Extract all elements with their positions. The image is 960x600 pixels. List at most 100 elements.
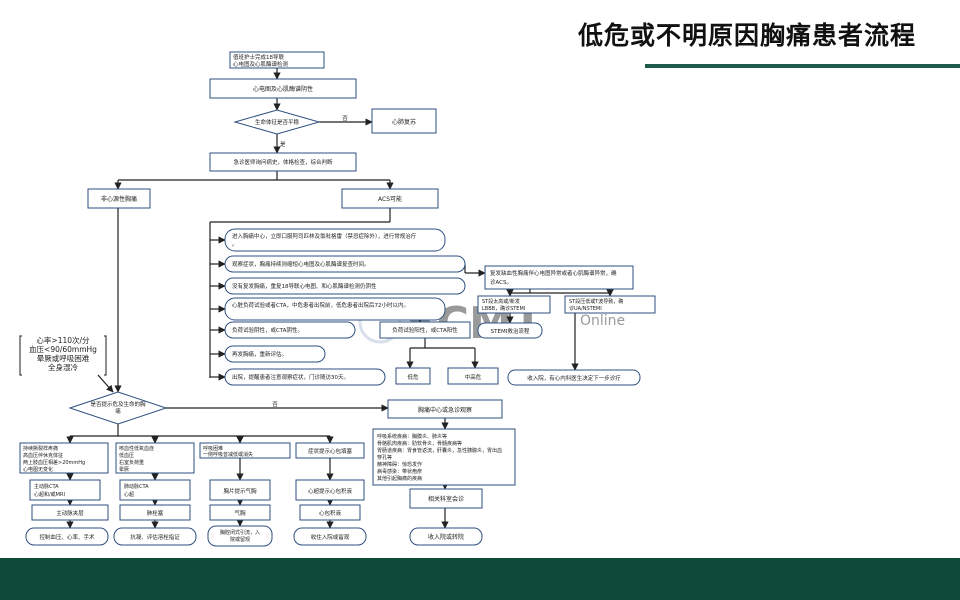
start-box [229, 51, 325, 69]
nstemi-dx-line-1: ST段压低或T波导致，确 [569, 298, 623, 305]
cause-1: 呼吸系统疾病：胸膜炎、肺炎等 [377, 433, 447, 440]
branch-pe-sign-4: 晕厥 [119, 466, 129, 473]
acs-step-7-text: 出院，提醒患者注意观察症状，门诊随访30天。 [232, 373, 349, 381]
consult-box [409, 488, 483, 509]
cause-4: 精神障碍：惊恐发作 [377, 461, 422, 468]
shock-signs-callout: 心率>110次/分 血压<90/60mmHg 晕厥或呼吸困难 全身湿冷 [19, 335, 107, 376]
branch-aortic-exam-box [29, 479, 101, 501]
branch-ptx-tx-line-2: 院或留观 [230, 536, 250, 543]
branch-pe-sign-3: 右室负荷重 [119, 459, 144, 466]
consult-text: 相关科室会诊 [428, 495, 464, 503]
branch-aortic-exam-2: 心超和/或MRI [34, 491, 65, 498]
start-line-1: 值班护士完成18导联 [233, 53, 284, 61]
stemi-flow-box [477, 322, 543, 339]
branch-aortic-signs-box [19, 442, 109, 474]
mid-high-risk-text: 中高危 [465, 373, 482, 381]
branch-pe-tx-box [113, 527, 197, 546]
acs-possible-box [341, 188, 439, 209]
branch-ptx-tx-box [207, 525, 273, 547]
title-rule [645, 64, 960, 68]
cpr-box [371, 108, 437, 134]
stemi-dx-box [477, 295, 551, 314]
branch-aortic-sign-2: 高血压伴休克体征 [23, 452, 63, 459]
shock-sign-2: 血压<90/60mmHg [29, 344, 97, 354]
acs-step-3-box [224, 277, 466, 295]
nstemi-dx-box [564, 295, 656, 314]
shock-sign-4: 全身湿冷 [48, 362, 78, 372]
footer-band [0, 558, 960, 600]
acs-step-5-box [224, 321, 356, 339]
branch-ptx-exam-box [209, 479, 271, 501]
stress-positive-text: 负荷试验阳性，或CTA阳性 [392, 326, 458, 334]
admit-cardio-box [507, 369, 641, 386]
recurrent-line-1: 复发缺血性胸痛伴心电图异常或者心肌酶谱异常，确 [490, 269, 617, 277]
admit-cardio-text: 收入院，有心内科医生决定下一步诊疗 [527, 374, 621, 382]
stress-positive-box [379, 321, 471, 339]
branch-ptx-sign-2: 一侧呼吸音减低或消失 [203, 451, 253, 458]
acs-step-2-text: 观察症状，胸痛持续则缩短心电图及心肌酶谱复查时间。 [232, 260, 370, 268]
branch-pe-tx: 抗凝、评估溶栓指证 [130, 533, 180, 541]
branch-pe-signs-box [115, 442, 195, 474]
branch-aortic-tx-box [25, 527, 109, 546]
branch-ptx-dx-box [209, 504, 271, 521]
shock-sign-3: 晕厥或呼吸困难 [37, 353, 90, 363]
stemi-dx-line-1: ST段太高或/新发 [482, 298, 520, 305]
non-cardiac-text: 非心源性胸痛 [101, 195, 137, 203]
cause-3-line-2: 穿孔等 [377, 454, 392, 461]
cpr-text: 心肺复苏 [392, 118, 416, 126]
branch-aortic-sign-4: 心电图无变化 [23, 466, 53, 473]
acs-step-5-text: 负荷试验阴性，或CTA阴性。 [232, 326, 303, 334]
branch-ptx-sign-1: 呼吸困难 [203, 445, 223, 452]
fatal-decision-line-2: 痛 [115, 407, 121, 415]
acs-possible-text: ACS可能 [378, 195, 402, 203]
low-risk-box [395, 367, 431, 385]
vitals-decision-text: 生命体征是否平稳 [255, 118, 300, 126]
vitals-yes-label: 是 [280, 141, 286, 148]
recurrent-line-2: 诊ACS。 [490, 278, 512, 286]
branch-ptx-exam: 胸片提示气胸 [223, 487, 257, 495]
acs-step-1-line-1: 进入胸痛中心，立即口服阿司匹林及氯吡格雷（禁忌症除外），进行常规治疗 [232, 232, 417, 240]
recurrent-box [484, 265, 634, 290]
branch-tamponade-exam: 心超提示心包积液 [308, 487, 353, 495]
branch-aortic-tx: 控制血压、心率、手术 [39, 533, 95, 541]
connectors [66, 68, 614, 529]
watermark-suffix: Online [580, 313, 625, 329]
shock-sign-1: 心率>110次/分 [36, 335, 90, 345]
ecg-negative-text: 心电图及心肌酶谱阴性 [253, 85, 313, 93]
acs-step-2-box [224, 255, 466, 273]
branch-ptx-dx: 气胸 [234, 509, 246, 517]
non-cardiac-box [87, 188, 151, 209]
nstemi-dx-line-2: 诊UA/NSTEMI [569, 305, 602, 312]
cause-5: 病毒感染：带状疱疹 [377, 468, 422, 475]
branch-tamponade-sign: 症状提示心包填塞 [308, 447, 353, 455]
acs-step-1-line-2: 。 [232, 242, 238, 248]
chest-center-obs-box [387, 399, 503, 419]
acs-step-6-text: 再发胸痛，重新评估。 [232, 350, 287, 358]
acs-step-1-box [224, 228, 446, 252]
branch-tamponade-dx-box [299, 504, 361, 521]
acs-step-7-box [224, 368, 386, 386]
fatal-decision-line-1: 是否提示危及生命的胸 [90, 400, 146, 408]
flowchart: SCMT Online [19, 51, 656, 547]
stemi-flow-text: STEMI救治流程 [491, 327, 530, 335]
er-assess-text: 急诊医师询问病史，体格检查，综合判断 [233, 158, 333, 166]
branch-pe-exam-1: 肺动脉CTA [124, 483, 149, 490]
branch-aortic-exam-1: 主动脉CTA [34, 483, 59, 490]
cause-3-line-1: 胃肠道疾病：胃食管返流，肝囊炎，急性胰腺炎，胃出血 [377, 447, 502, 454]
admit-transfer-text: 收入院或转院 [428, 533, 464, 541]
branch-tamponade-dx: 心包积液 [319, 509, 342, 517]
fatal-no-label: 否 [272, 401, 278, 408]
noncardiac-causes-box [372, 428, 516, 486]
branch-pe-sign-1: 咳血性低氧血症 [119, 445, 154, 452]
vitals-no-label: 否 [342, 115, 348, 122]
acs-step-4-box [224, 297, 446, 321]
branch-pe-dx: 肺栓塞 [147, 509, 164, 517]
acs-step-3-text: 没有复发胸痛，重复18导联心电图、和心肌酶谱检测仍阴性 [232, 282, 377, 290]
slide-title: 低危或不明原因胸痛患者流程 [577, 21, 916, 50]
branch-aortic-dx: 主动脉夹层 [56, 509, 84, 517]
branch-pe-exam-2: 心超 [124, 491, 134, 498]
ecg-negative-box [209, 78, 357, 99]
vitals-decision [233, 109, 321, 135]
branch-ptx-signs-box [199, 442, 291, 459]
admit-transfer-box [409, 527, 483, 546]
